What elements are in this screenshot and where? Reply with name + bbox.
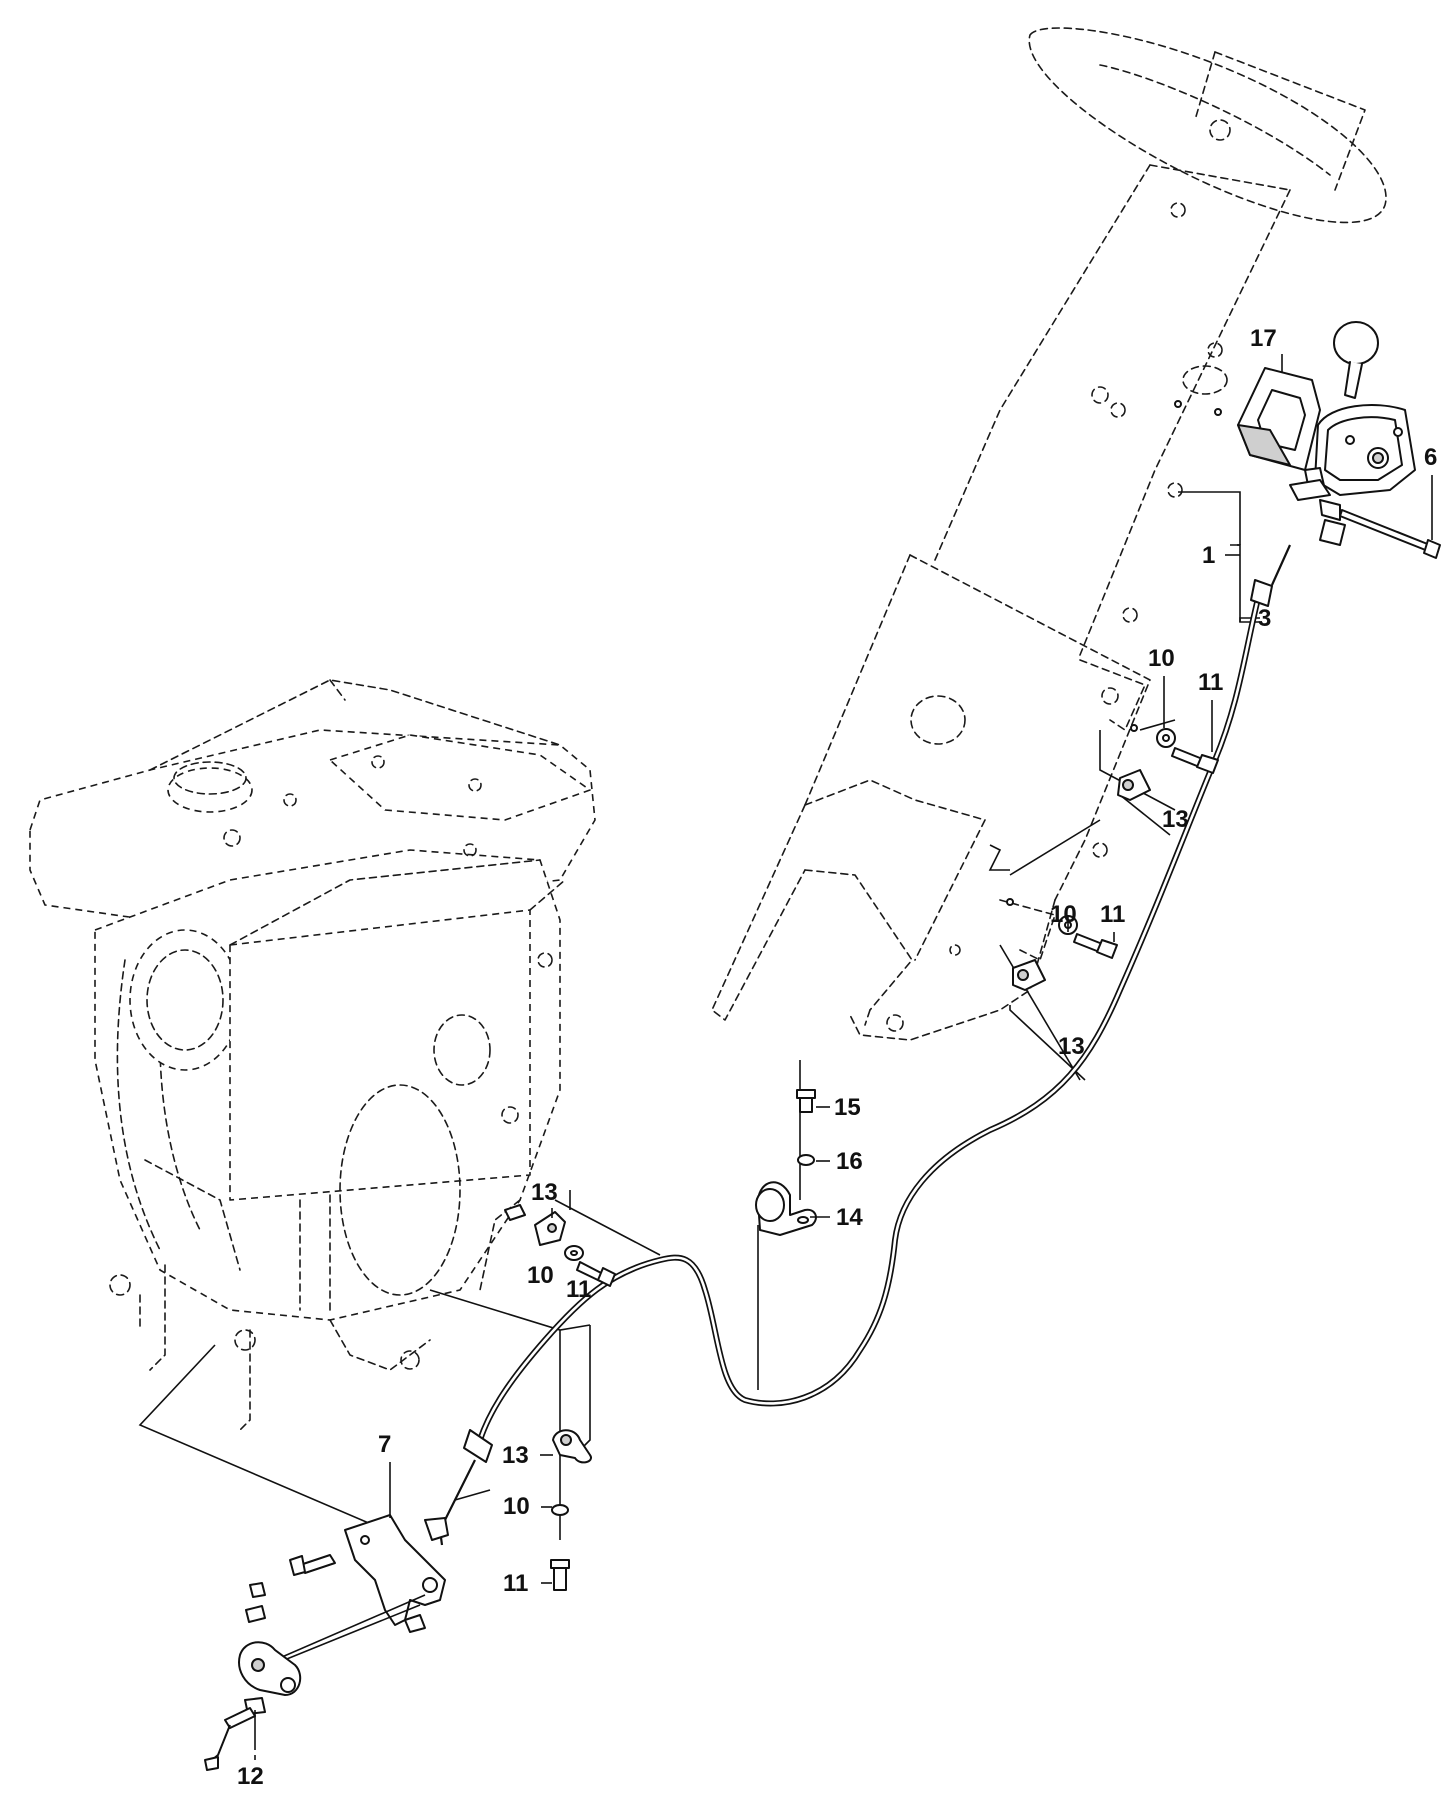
bracket-7 (289, 1514, 449, 1633)
callout-12: 12 (237, 1763, 264, 1790)
callout-3: 3 (1258, 605, 1271, 632)
engine-ghost (29, 679, 596, 1431)
callout-10: 10 (503, 1493, 530, 1520)
callout-13: 13 (1058, 1033, 1085, 1060)
callout-7: 7 (378, 1431, 391, 1458)
throttle-lever-assembly (1289, 321, 1416, 546)
callout-11: 11 (503, 1570, 528, 1597)
callout-13: 13 (531, 1179, 558, 1206)
callout-11: 11 (566, 1276, 591, 1303)
cover-17 (1174, 367, 1321, 471)
callout-14: 14 (836, 1204, 863, 1231)
callout-17: 17 (1250, 325, 1277, 352)
callout-13: 13 (1162, 806, 1189, 833)
bolt-6 (1339, 509, 1441, 559)
callout-6: 6 (1424, 444, 1437, 471)
callout-ticks (254, 354, 1433, 1760)
callouts: 17 6 1 3 10 11 13 10 11 13 15 16 14 13 1… (237, 325, 1437, 1790)
callout-11: 11 (1198, 669, 1223, 696)
callout-16: 16 (836, 1148, 863, 1175)
engine-clamp-hardware (504, 1204, 616, 1287)
lever-12-linkage (204, 1582, 426, 1771)
callout-11: 11 (1100, 901, 1125, 928)
callout-10: 10 (1050, 901, 1077, 928)
leader-lines (138, 491, 1260, 1540)
lower-clamp-hardware (550, 1429, 592, 1591)
callout-15: 15 (834, 1094, 861, 1121)
callout-10: 10 (527, 1262, 554, 1289)
callout-10: 10 (1148, 645, 1175, 672)
frame-clamp-hardware-lower (1006, 898, 1118, 991)
throttle-cable (438, 544, 1292, 1546)
clip-14-assembly (755, 1089, 817, 1236)
callout-1: 1 (1202, 542, 1215, 569)
callout-13: 13 (502, 1442, 529, 1469)
steering-column-ghost (711, 27, 1387, 1041)
frame-clamp-hardware-upper (1117, 724, 1219, 801)
